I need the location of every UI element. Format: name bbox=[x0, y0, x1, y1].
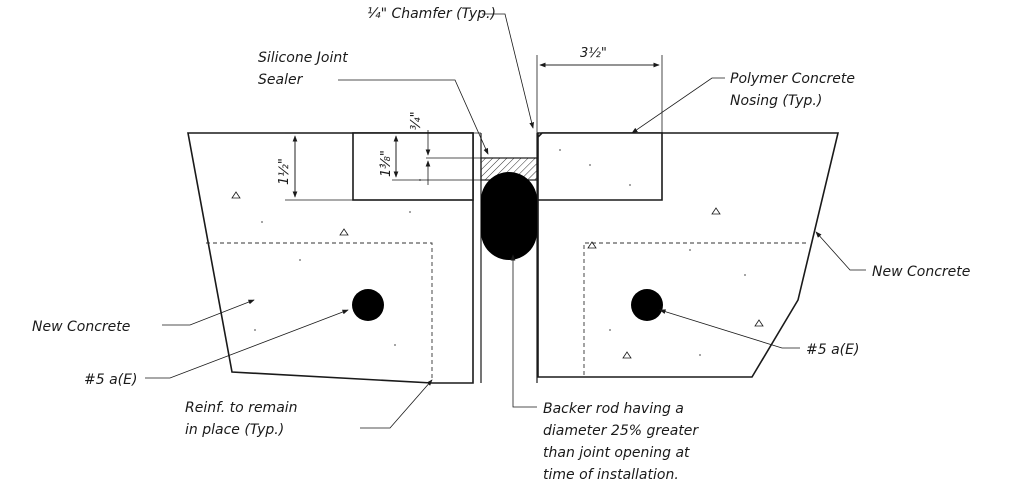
leader-new-concrete-right bbox=[815, 231, 866, 271]
dim-nosing-depth-label: 1½" bbox=[277, 158, 292, 185]
label-rebar-left: #5 a(E) bbox=[84, 372, 137, 388]
label-backer-4: time of installation. bbox=[543, 467, 679, 483]
label-polymer-1: Polymer Concrete bbox=[730, 71, 855, 87]
backer-rod bbox=[481, 172, 537, 260]
leader-rebar-left bbox=[145, 309, 349, 379]
reinf-dashed-left bbox=[206, 242, 433, 380]
dim-sealer-recess-label: ¾" bbox=[409, 111, 424, 130]
rebar-left bbox=[352, 289, 384, 321]
leader-reinf bbox=[360, 379, 433, 429]
label-reinf-1: Reinf. to remain bbox=[185, 400, 298, 416]
label-backer-2: diameter 25% greater bbox=[543, 423, 699, 439]
dim-nosing-width bbox=[536, 55, 663, 133]
label-silicone-1: Silicone Joint bbox=[258, 50, 348, 66]
label-backer-3: than joint opening at bbox=[543, 445, 690, 461]
right-polymer-nosing bbox=[537, 132, 663, 201]
dim-sealer-recess bbox=[425, 130, 481, 185]
label-reinf-2: in place (Typ.) bbox=[185, 422, 284, 438]
dim-sealer-depth-label: 1⅜" bbox=[379, 150, 394, 177]
rebar-right bbox=[631, 289, 663, 321]
reinf-dashed-right bbox=[583, 242, 806, 377]
label-new-concrete-left: New Concrete bbox=[32, 319, 130, 335]
dim-nosing-depth bbox=[285, 132, 353, 201]
label-backer-1: Backer rod having a bbox=[543, 401, 684, 417]
label-chamfer: ¼" Chamfer (Typ.) bbox=[367, 6, 496, 22]
label-polymer-2: Nosing (Typ.) bbox=[730, 93, 822, 109]
label-new-concrete-right: New Concrete bbox=[872, 264, 970, 280]
leader-rebar-right bbox=[659, 309, 800, 349]
dim-nosing-width-label: 3½" bbox=[580, 46, 607, 61]
leader-silicone bbox=[338, 79, 489, 155]
label-rebar-right: #5 a(E) bbox=[806, 342, 859, 358]
leader-backer-rod bbox=[510, 254, 537, 408]
aggregate-marks bbox=[231, 149, 764, 359]
leader-new-concrete-left bbox=[162, 299, 255, 326]
leader-chamfer bbox=[482, 13, 534, 129]
dim-sealer-depth bbox=[392, 132, 481, 181]
label-silicone-2: Sealer bbox=[258, 72, 304, 88]
left-polymer-nosing bbox=[352, 132, 474, 201]
leader-polymer bbox=[631, 77, 725, 134]
